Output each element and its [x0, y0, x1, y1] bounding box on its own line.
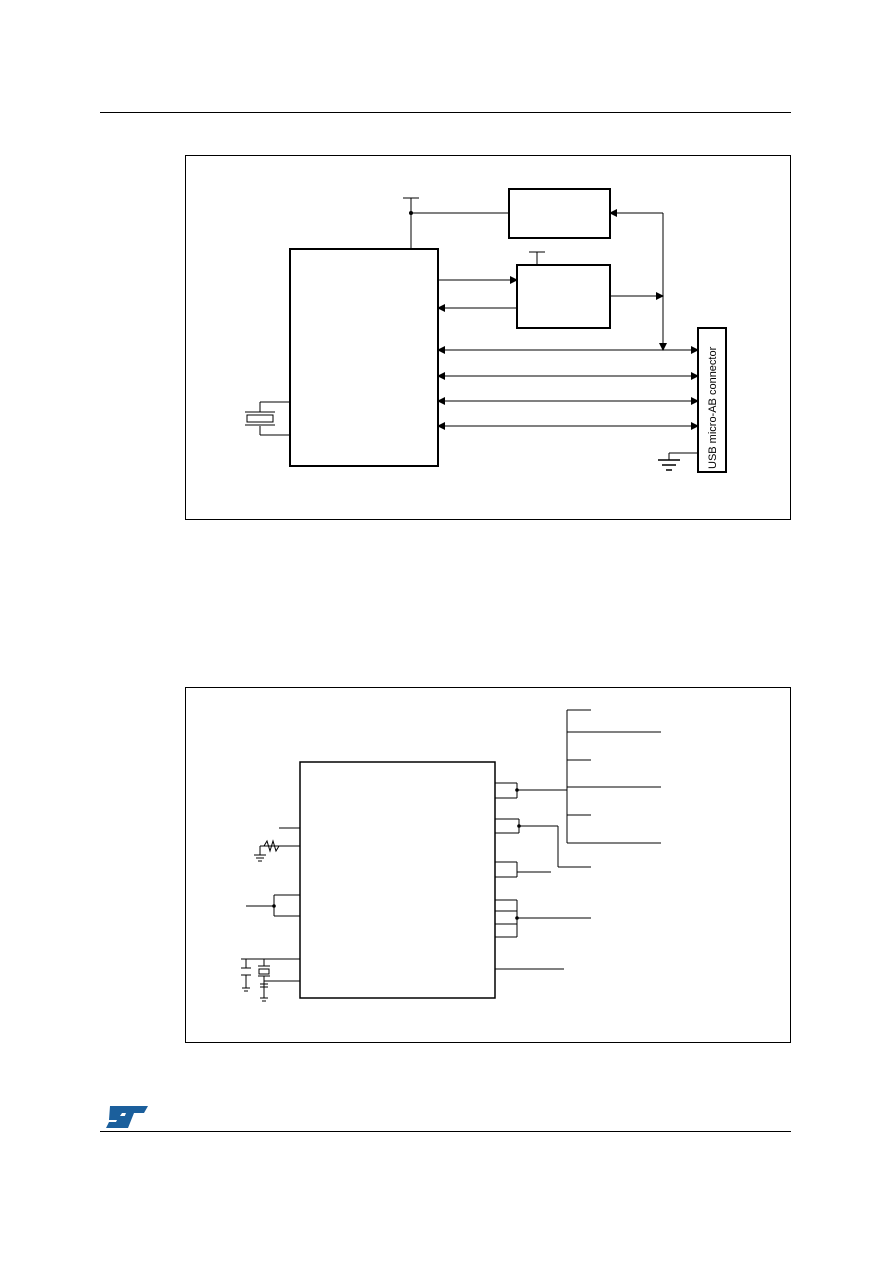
left-resistor-net [259, 827, 300, 855]
pin-group-2 [495, 818, 591, 868]
mcu-block [289, 248, 439, 467]
right-output-lines [566, 709, 661, 844]
st-logo [104, 1104, 150, 1130]
crystal-icon [258, 965, 270, 988]
schematic-svg [241, 709, 661, 1002]
vbus-sensing-block [516, 264, 611, 329]
pin-group-4 [495, 899, 591, 938]
crystal-icon [245, 411, 275, 426]
usb-connector-block [697, 327, 727, 473]
resistor-icon [263, 839, 280, 853]
capacitor-icon [241, 967, 251, 976]
footer-rule [100, 1131, 791, 1132]
pin-group-2-junction [517, 824, 521, 828]
ground-icon [254, 854, 266, 862]
ground-icon-2 [242, 987, 268, 1002]
usb-connector-label: USB micro-AB connector [707, 346, 719, 469]
st-logo-icon [106, 1106, 148, 1128]
power-switch-block [508, 188, 611, 239]
left-osc-net [241, 958, 300, 998]
pin-group-1-junction [515, 788, 519, 792]
figure-usb-connection: USB micro-AB connector [185, 155, 791, 520]
pin-group-4-junction [515, 916, 519, 920]
figure-schematic [185, 687, 791, 1043]
usb-diagram-svg: USB micro-AB connector [245, 188, 727, 473]
ground-icon [658, 459, 680, 471]
header-rule [100, 112, 791, 113]
ic-block [299, 761, 496, 999]
pin-group-1 [495, 782, 567, 799]
pin-group-3 [495, 861, 551, 878]
left-tied-junction [272, 904, 276, 908]
